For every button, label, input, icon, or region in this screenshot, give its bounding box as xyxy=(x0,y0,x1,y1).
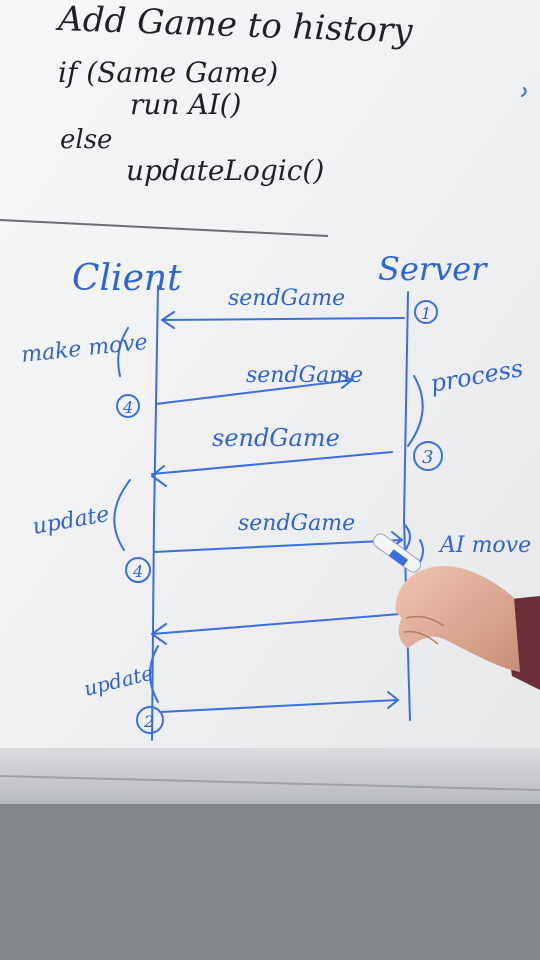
bracket-update-1 xyxy=(113,479,131,551)
bracket-process xyxy=(407,375,424,447)
note-line-4: else xyxy=(60,125,112,155)
message-label-3: sendGame xyxy=(212,424,340,452)
circled-number-3: 3 xyxy=(413,441,443,471)
circled-number-4b: 4 xyxy=(125,557,151,583)
marker-label xyxy=(388,549,409,567)
client-lifeline xyxy=(151,285,159,741)
note-line-3: run AI() xyxy=(130,88,241,121)
note-ai-move: AI move xyxy=(438,533,531,558)
message-arrow-3 xyxy=(151,451,393,487)
message-arrow-2 xyxy=(155,373,353,405)
return-arrow xyxy=(151,613,401,645)
board-top-divider xyxy=(0,219,329,237)
circled-number-4a: 4 xyxy=(116,394,140,418)
finger-lines xyxy=(403,615,445,645)
bracket-make-move xyxy=(117,327,129,377)
svg-text:2: 2 xyxy=(143,712,154,731)
circled-number-1: 1 xyxy=(414,300,438,324)
message-label-2: sendGame xyxy=(246,363,363,388)
message-label-1: sendGame xyxy=(228,286,345,311)
server-label: Server xyxy=(378,250,488,288)
circled-number-2: 2 xyxy=(136,706,164,734)
ledge-edge xyxy=(0,775,540,791)
blue-mark xyxy=(521,87,527,97)
svg-text:4: 4 xyxy=(132,562,143,581)
note-line-2: if (Same Game) xyxy=(58,56,278,89)
bracket-update-2 xyxy=(149,645,159,703)
final-arrow xyxy=(159,691,399,713)
wall-lower xyxy=(0,804,540,960)
message-arrow-1 xyxy=(161,311,405,329)
hand-with-marker xyxy=(372,533,540,690)
hand xyxy=(395,566,520,672)
svg-text:3: 3 xyxy=(422,447,433,468)
svg-text:1: 1 xyxy=(421,304,431,323)
bracket-ai-move xyxy=(403,523,424,563)
server-lifeline xyxy=(403,291,411,721)
client-label: Client xyxy=(72,258,182,299)
message-label-4: sendGame xyxy=(238,511,355,536)
svg-text:4: 4 xyxy=(122,398,133,417)
note-line-5: updateLogic() xyxy=(126,154,324,187)
board-ledge xyxy=(0,748,540,804)
